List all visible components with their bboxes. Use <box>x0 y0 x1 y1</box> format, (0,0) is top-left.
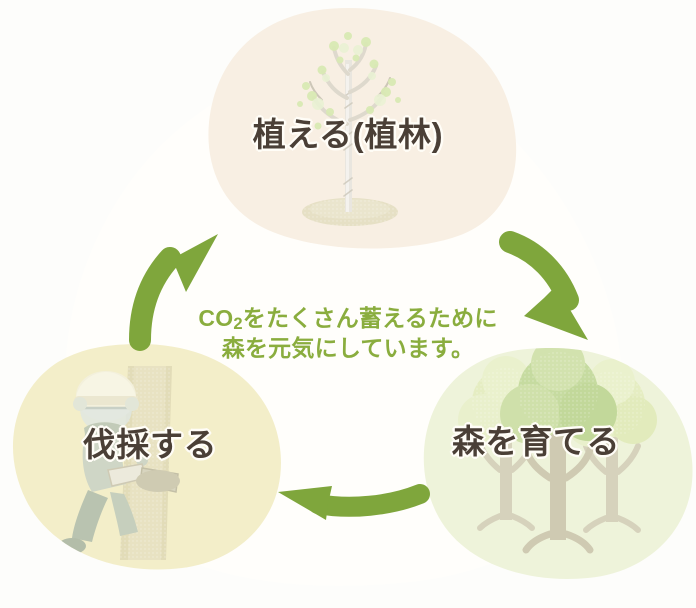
arrow-grow-to-harvest <box>278 484 430 520</box>
node-plant-blob[interactable] <box>208 8 517 249</box>
node-label-plant: 植える(植林) <box>252 116 444 153</box>
node-label-harvest: 伐採する <box>82 426 218 463</box>
caption-co2-prefix: CO <box>198 305 234 331</box>
caption-co2-subscript: 2 <box>233 313 243 333</box>
arrow-plant-to-grow <box>499 231 588 340</box>
node-grow-blob[interactable] <box>423 337 693 579</box>
caption-line-1-text: をたくさん蓄えるために <box>242 305 498 331</box>
node-harvest-blob[interactable] <box>12 344 281 570</box>
sapling-icon <box>297 32 401 226</box>
caption-line-1: CO2をたくさん蓄えるために <box>198 305 498 333</box>
caption-line-2: 森を元気にしています。 <box>221 335 475 362</box>
three-trees-icon <box>458 348 657 554</box>
arrow-harvest-to-plant <box>129 234 218 351</box>
node-label-grow: 森を育てる <box>451 423 621 460</box>
logger-chainsaw-icon <box>58 366 180 560</box>
center-caption: CO2をたくさん蓄えるために 森を元気にしています。 <box>0 303 696 364</box>
